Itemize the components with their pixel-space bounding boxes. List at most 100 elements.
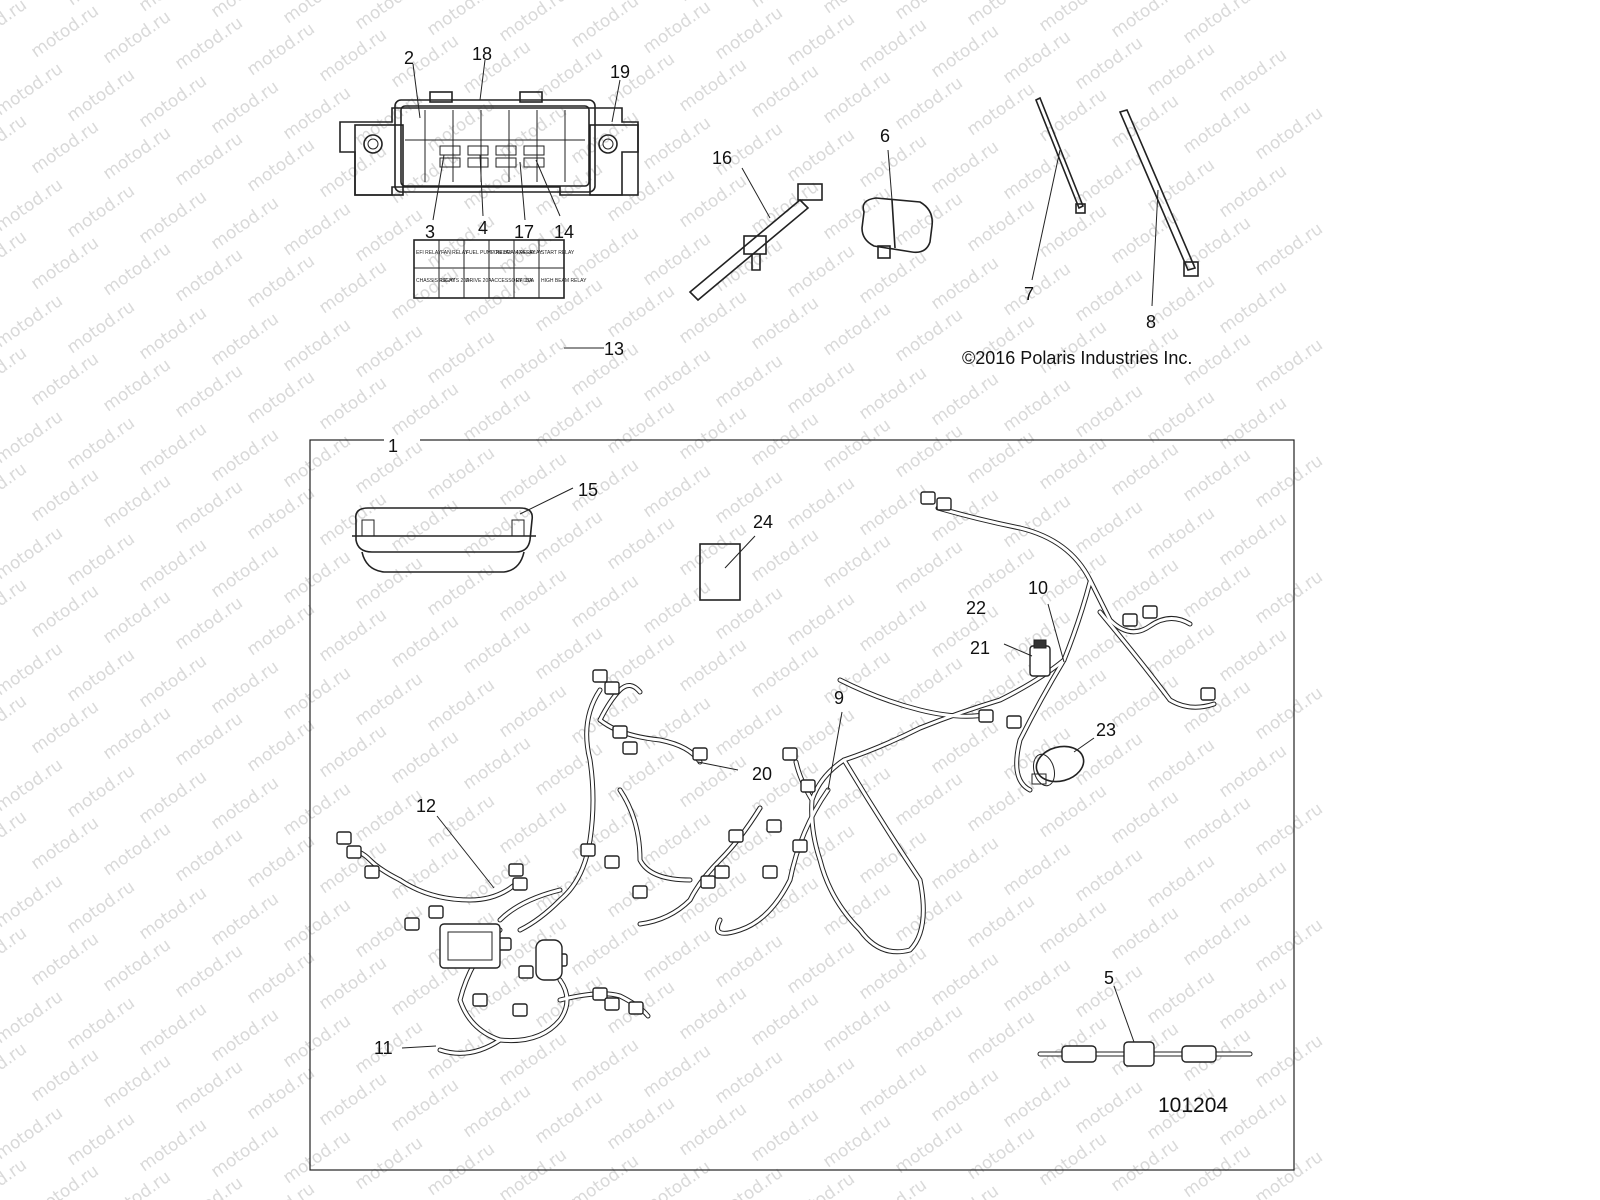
relay-label-cell: 4X4 RELAY xyxy=(516,250,543,256)
watermark-text: motod.ru xyxy=(531,507,606,568)
watermark-text: motod.ru xyxy=(135,999,210,1060)
watermark-text: motod.ru xyxy=(1107,903,1182,964)
callout-24: 24 xyxy=(753,512,773,532)
watermark-text: motod.ru xyxy=(963,1123,1038,1184)
watermark-text: motod.ru xyxy=(99,471,174,532)
harness-connector xyxy=(428,905,444,919)
watermark-text: motod.ru xyxy=(1215,857,1290,918)
watermark-text: motod.ru xyxy=(1215,393,1290,454)
watermark-text: motod.ru xyxy=(819,995,894,1056)
watermark-text: motod.ru xyxy=(495,449,570,510)
harness-connector xyxy=(518,965,534,979)
watermark-text: motod.ru xyxy=(531,1087,606,1148)
watermark-text: motod.ru xyxy=(1143,155,1218,216)
watermark-text: motod.ru xyxy=(63,761,138,822)
watermark-text: motod.ru xyxy=(135,0,210,16)
watermark-text: motod.ru xyxy=(135,535,210,596)
watermark-text: motod.ru xyxy=(315,953,390,1014)
watermark-text: motod.ru xyxy=(423,443,498,504)
watermark-text: motod.ru xyxy=(783,589,858,650)
watermark-text: motod.ru xyxy=(891,769,966,830)
watermark-text: motod.ru xyxy=(675,287,750,348)
callout-20: 20 xyxy=(752,764,772,784)
watermark-text: motod.ru xyxy=(603,281,678,342)
watermark-text: motod.ru xyxy=(711,351,786,412)
watermark-text: motod.ru xyxy=(1215,161,1290,222)
watermark-text: motod.ru xyxy=(1071,33,1146,94)
watermark-text: motod.ru xyxy=(1251,799,1326,860)
watermark-text: motod.ru xyxy=(27,1161,102,1200)
watermark-text: motod.ru xyxy=(783,9,858,70)
watermark-text: motod.ru xyxy=(315,373,390,434)
watermark-text: motod.ru xyxy=(1071,265,1146,326)
watermark-text: motod.ru xyxy=(1035,781,1110,842)
watermark-text: motod.ru xyxy=(63,529,138,590)
callout-15: 15 xyxy=(578,480,598,500)
harness-connector xyxy=(762,865,778,879)
watermark-text: motod.ru xyxy=(819,183,894,244)
watermark-text: motod.ru xyxy=(0,523,67,584)
watermark-text: motod.ru xyxy=(999,491,1074,552)
harness-wire-core xyxy=(438,1038,502,1055)
relay-label-cell: CHASSIS RELAY xyxy=(416,278,456,284)
watermark-text: motod.ru xyxy=(927,717,1002,778)
harness-wire-core xyxy=(838,678,992,718)
watermark-text: motod.ru xyxy=(531,855,606,916)
watermark-text: motod.ru xyxy=(711,699,786,760)
watermark-text: motod.ru xyxy=(243,715,318,776)
watermark-text: motod.ru xyxy=(171,825,246,886)
watermark-text: motod.ru xyxy=(495,565,570,626)
watermark-text: motod.ru xyxy=(891,73,966,134)
watermark-text: motod.ru xyxy=(63,413,138,474)
watermark-text: motod.ru xyxy=(135,883,210,944)
watermark-text: motod.ru xyxy=(0,923,31,984)
watermark-text: motod.ru xyxy=(675,0,750,6)
harness-connector xyxy=(782,747,798,761)
watermark-text: motod.ru xyxy=(0,691,31,752)
callout-2: 2 xyxy=(404,48,414,68)
watermark-text: motod.ru xyxy=(675,635,750,696)
harness-connector xyxy=(604,997,620,1011)
watermark-text: motod.ru xyxy=(0,987,67,1048)
watermark-text: motod.ru xyxy=(567,0,642,52)
grommet-23 xyxy=(1031,737,1095,787)
harness-connector xyxy=(508,863,524,877)
watermark-text: motod.ru xyxy=(1251,451,1326,512)
watermark-text: motod.ru xyxy=(783,1053,858,1114)
watermark-text: motod.ru xyxy=(999,143,1074,204)
watermark-text: motod.ru xyxy=(387,379,462,440)
watermark-text: motod.ru xyxy=(711,1163,786,1200)
watermark-text: motod.ru xyxy=(0,111,31,172)
watermark-text: motod.ru xyxy=(495,333,570,394)
watermark-text: motod.ru xyxy=(351,1133,426,1194)
watermark-text: motod.ru xyxy=(207,541,282,602)
watermark-text: motod.ru xyxy=(999,839,1074,900)
watermark-text: motod.ru xyxy=(1215,973,1290,1034)
watermark-text: motod.ru xyxy=(1035,1013,1110,1074)
watermark-text: motod.ru xyxy=(135,767,210,828)
watermark-text: motod.ru xyxy=(0,459,31,520)
watermark-text: motod.ru xyxy=(243,599,318,660)
harness-connector xyxy=(920,491,936,505)
watermark-text: motod.ru xyxy=(279,779,354,840)
watermark-text: motod.ru xyxy=(1071,497,1146,558)
harness-connector xyxy=(978,709,994,723)
watermark-text: motod.ru xyxy=(27,117,102,178)
watermark-text: motod.ru xyxy=(243,1179,318,1200)
watermark-text: motod.ru xyxy=(207,193,282,254)
watermark-text: motod.ru xyxy=(855,595,930,656)
harness-connector xyxy=(592,987,608,1001)
watermark-text: motod.ru xyxy=(63,993,138,1054)
watermark-text: motod.ru xyxy=(0,871,67,932)
watermark-text: motod.ru xyxy=(351,0,426,34)
watermark-text: motod.ru xyxy=(63,297,138,358)
watermark-text: motod.ru xyxy=(423,95,498,156)
watermark-text: motod.ru xyxy=(927,253,1002,314)
watermark-text: motod.ru xyxy=(675,983,750,1044)
watermark-text: motod.ru xyxy=(783,125,858,186)
harness-connector xyxy=(1006,715,1022,729)
callout-7: 7 xyxy=(1024,284,1034,304)
watermark-text: motod.ru xyxy=(747,525,822,586)
watermark-text: motod.ru xyxy=(639,1157,714,1200)
